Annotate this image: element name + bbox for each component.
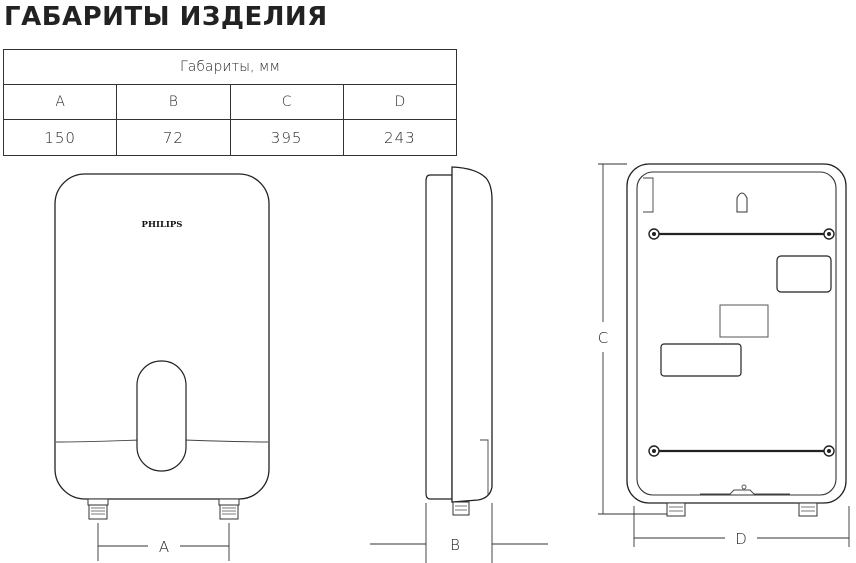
back-label-plate-upper [776, 255, 832, 293]
column-label-d: D [342, 84, 458, 120]
dimension-d: D [633, 506, 850, 548]
value-d: 243 [342, 119, 458, 156]
dimension-a: A [97, 523, 230, 561]
back-label-plate-lower [660, 343, 742, 377]
dimension-label-c: C [598, 329, 608, 347]
dimension-label-d: D [735, 530, 747, 548]
dimension-label-b: B [450, 536, 460, 554]
dimension-label-a: A [159, 538, 169, 556]
value-c: 395 [229, 119, 344, 156]
back-label-plate-center [719, 304, 769, 338]
side-view: B [370, 166, 548, 563]
column-label-a: A [2, 84, 118, 120]
column-label-c: C [229, 84, 344, 120]
front-body-outline [54, 173, 270, 500]
column-label-b: B [116, 84, 231, 120]
front-view: PHILIPS A [54, 173, 270, 561]
dimension-c: C [598, 163, 667, 515]
brand-logo: PHILIPS [142, 220, 183, 230]
table-header: Габариты, мм [3, 49, 457, 85]
back-left-fitting [666, 502, 686, 517]
dimensions-table: Габариты, мм A B C D 150 72 395 243 [2, 49, 458, 156]
front-display-window [136, 360, 187, 472]
side-back-plate [425, 174, 453, 500]
value-a: 150 [2, 119, 118, 156]
side-fitting [452, 501, 470, 516]
back-right-fitting [798, 502, 818, 517]
mounting-slot [736, 192, 748, 213]
right-fitting [218, 498, 240, 520]
dimension-b: B [370, 503, 548, 563]
left-fitting [87, 498, 109, 520]
back-inner-frame [636, 171, 837, 496]
side-front-cover [451, 166, 493, 503]
back-view: C D [598, 163, 850, 548]
page-title: ГАБАРИТЫ ИЗДЕЛИЯ [4, 2, 328, 32]
value-b: 72 [116, 119, 231, 156]
